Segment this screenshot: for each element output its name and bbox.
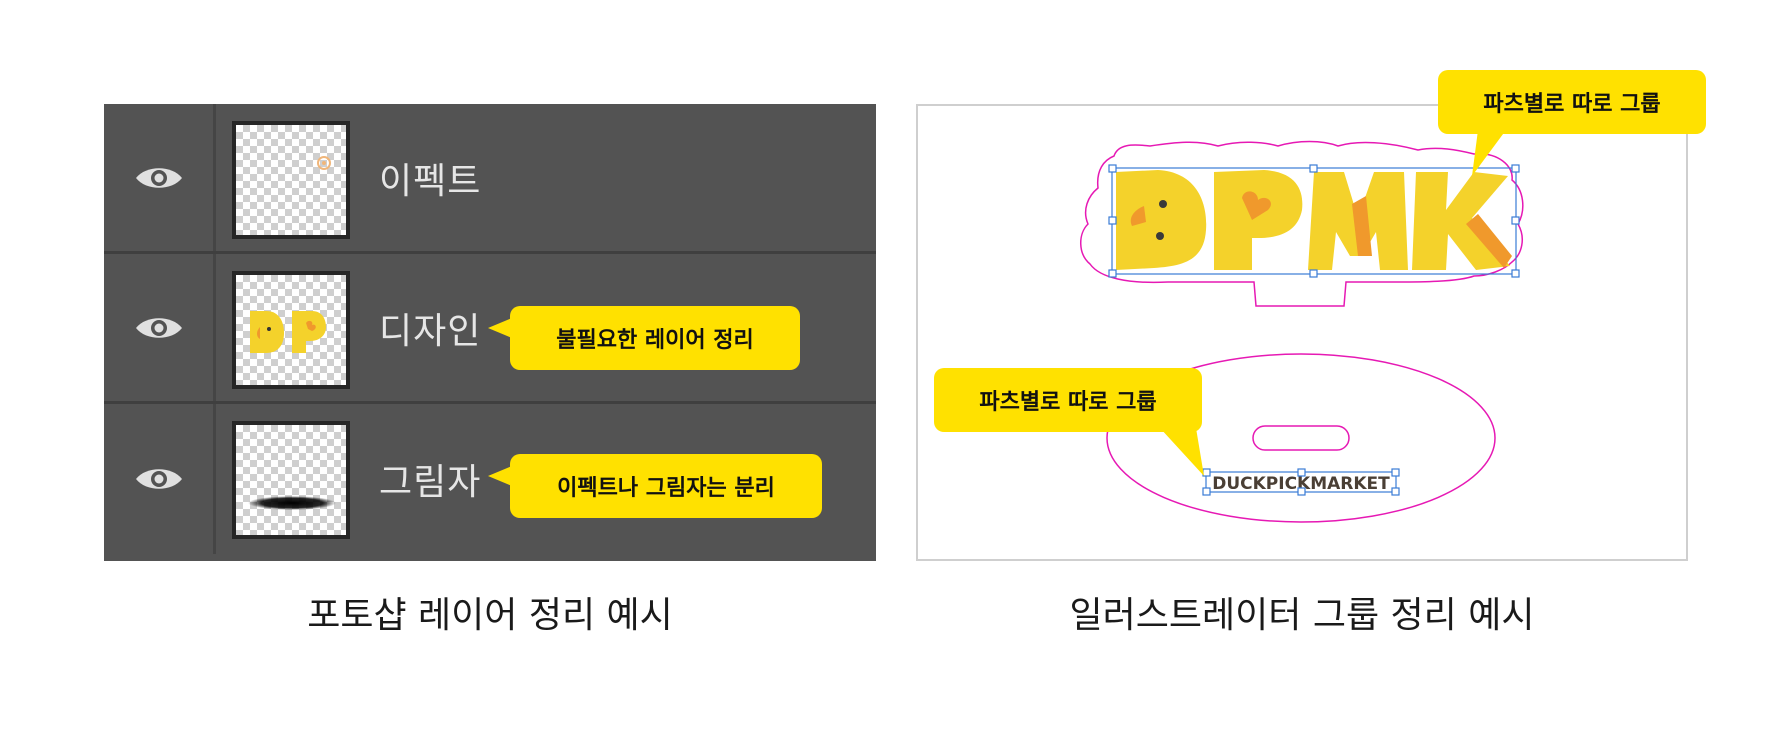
group-callout-left: 파츠별로 따로 그룹	[934, 368, 1202, 432]
logo-cut-line	[1080, 140, 1524, 307]
layer-thumbnail	[232, 121, 350, 239]
logo-selection-box	[1108, 164, 1520, 278]
stand-slot	[1252, 425, 1350, 451]
layer-name: 그림자	[379, 462, 482, 503]
group-callout-top: 파츠별로 따로 그룹	[1438, 70, 1706, 134]
note-callout: 불필요한 레이어 정리	[488, 306, 800, 370]
logo-thumbnail-image	[250, 311, 326, 353]
layer-name: 이펙트	[379, 160, 482, 202]
visibility-toggle[interactable]	[104, 104, 216, 251]
visibility-toggle[interactable]	[104, 404, 216, 554]
illustrator-artboard: DUCKPICKMARKET	[916, 104, 1688, 561]
stand-text: DUCKPICKMARKET	[1212, 474, 1390, 494]
layer-thumbnail	[232, 421, 350, 539]
note-callout: 이펙트나 그림자는 분리	[488, 454, 822, 518]
illustrator-caption: 일러스트레이터 그룹 정리 예시	[1069, 595, 1535, 636]
logo-artwork	[1116, 170, 1512, 270]
eye-icon	[135, 167, 182, 188]
eye-icon	[135, 317, 182, 338]
layer-row-shadow[interactable]: 그림자	[104, 404, 876, 554]
stand-cut-line	[1106, 353, 1496, 523]
layer-thumbnail	[232, 271, 350, 389]
note-text: 이펙트나 그림자는 분리	[557, 476, 775, 501]
layer-name: 디자인	[379, 310, 482, 352]
callout-tail	[1472, 130, 1506, 176]
photoshop-caption: 포토샵 레이어 정리 예시	[307, 595, 673, 636]
artboard-artwork: DUCKPICKMARKET	[1080, 140, 1524, 523]
stand-text-selection-box	[1202, 468, 1400, 496]
shadow-thumbnail-image	[248, 496, 336, 510]
layer-row-effect[interactable]: 이펙트	[104, 104, 876, 254]
note-text: 불필요한 레이어 정리	[556, 328, 754, 353]
callout-tail	[1160, 428, 1204, 476]
layer-row-design[interactable]: 디자인	[104, 254, 876, 404]
visibility-toggle[interactable]	[104, 254, 216, 401]
effect-sparkle-icon	[317, 156, 331, 170]
eye-icon	[135, 469, 182, 489]
note-text: 파츠별로 따로 그룹	[979, 390, 1157, 415]
note-text: 파츠별로 따로 그룹	[1483, 92, 1661, 117]
